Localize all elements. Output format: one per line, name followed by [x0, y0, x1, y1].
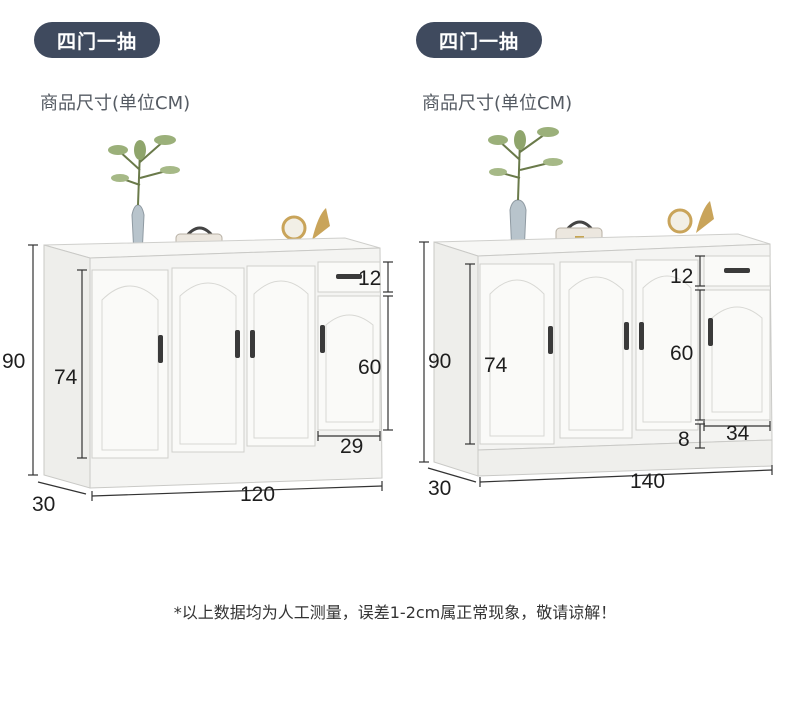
dim-drawer-width: 29 [340, 435, 363, 458]
dimension-caption-right: 商品尺寸(单位CM) [422, 93, 573, 114]
dim-door-height: 74 [484, 354, 508, 377]
dimension-lines-left [28, 244, 393, 501]
dimension-caption-left: 商品尺寸(单位CM) [40, 93, 191, 114]
product-badge-left: 四门一抽 [34, 22, 160, 58]
dim-drawer-height: 12 [670, 265, 693, 288]
dim-height-total: 90 [2, 350, 25, 373]
dim-lower-door-height: 60 [358, 356, 381, 379]
vase-plant-decor [488, 127, 563, 256]
dim-height-total: 90 [428, 350, 451, 373]
dim-width: 140 [630, 470, 665, 493]
cabinet-diagram-left: 90 74 12 60 29 30 120 [2, 135, 393, 516]
dim-drawer-height: 12 [358, 267, 381, 290]
dim-width: 120 [240, 483, 275, 506]
product-badge-right: 四门一抽 [416, 22, 542, 58]
dim-drawer-width: 34 [726, 422, 750, 445]
dim-base-height: 8 [678, 428, 690, 451]
vase-plant-decor [108, 135, 180, 256]
cabinet-diagram-right: 90 74 12 60 8 34 30 140 [419, 127, 773, 500]
dimension-lines-right [419, 241, 773, 487]
dim-door-height: 74 [54, 366, 78, 389]
cabinet-right [433, 233, 773, 477]
measurement-disclaimer: *以上数据均为人工测量，误差1-2cm属正常现象，敬请谅解！ [173, 603, 617, 622]
cabinet-left [43, 237, 383, 489]
dim-depth: 30 [428, 477, 451, 500]
dim-lower-door-height: 60 [670, 342, 693, 365]
dim-depth: 30 [32, 493, 55, 516]
